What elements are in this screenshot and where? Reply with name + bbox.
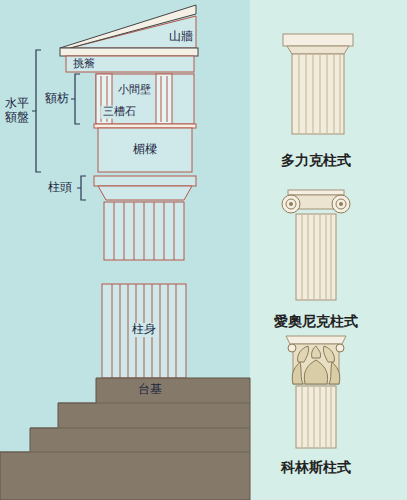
- corinthian-column: [296, 386, 336, 448]
- left-panel: [0, 0, 250, 500]
- shaft: [104, 202, 184, 260]
- group-name: 額枋: [45, 92, 69, 106]
- corinthian-column: [298, 346, 309, 362]
- ionic-column: [288, 190, 344, 195]
- ionic-column: [282, 195, 300, 213]
- capital: [94, 176, 196, 186]
- stepped-base: [0, 378, 250, 500]
- shaft: [102, 284, 186, 378]
- corinthian-column: [302, 387, 331, 447]
- corinthian-column: [329, 362, 340, 384]
- order-caption: 多力克柱式: [281, 152, 351, 168]
- architrave: [98, 128, 192, 172]
- part-name: 三槽石: [101, 106, 138, 119]
- frieze: [96, 74, 194, 124]
- frieze: [101, 76, 167, 122]
- doric-column: [292, 54, 344, 134]
- shaft: [114, 202, 174, 260]
- bracket: [32, 50, 41, 172]
- corinthian-column: [304, 360, 327, 384]
- pediment: [60, 5, 196, 48]
- stepped-base: [0, 403, 250, 452]
- ionic-column: [289, 202, 293, 206]
- ionic-column: [286, 199, 296, 209]
- corinthian-column: [336, 344, 344, 352]
- bracket: [32, 50, 86, 200]
- corinthian-column: [323, 346, 334, 362]
- capital: [94, 176, 196, 200]
- part-name: 柱身: [130, 323, 158, 337]
- part-name: 台基: [138, 383, 162, 397]
- corinthian-column: [286, 336, 346, 344]
- ionic-column: [336, 199, 346, 209]
- corinthian-column: [292, 362, 303, 384]
- pediment: [60, 5, 196, 48]
- doric-column: [287, 46, 349, 54]
- corinthian-column: [293, 344, 339, 384]
- right-panel: [250, 0, 407, 500]
- group-name: 水平額盤: [5, 97, 29, 125]
- corinthian-column: [286, 336, 346, 448]
- frieze: [156, 74, 172, 124]
- doric-column: [299, 55, 340, 133]
- ionic-column: [339, 202, 343, 206]
- bracket: [77, 176, 86, 200]
- architrave: [98, 128, 192, 172]
- part-name: 山牆: [167, 30, 195, 44]
- frieze: [94, 74, 196, 128]
- ionic-column: [296, 214, 336, 300]
- ionic-column: [302, 215, 331, 299]
- shaft: [112, 284, 176, 378]
- part-name: 挑簷: [71, 58, 97, 71]
- doric-column: [283, 34, 353, 46]
- cornice: [66, 56, 194, 72]
- group-name: 柱頭: [48, 181, 72, 195]
- part-name: 楣樑: [131, 143, 159, 157]
- cornice: [60, 48, 198, 56]
- order-caption: 科林斯柱式: [281, 459, 351, 475]
- capital: [98, 186, 192, 200]
- doric-column: [283, 34, 353, 134]
- bracket: [71, 74, 80, 124]
- corinthian-column: [312, 346, 321, 358]
- ionic-column: [282, 190, 350, 300]
- order-caption: 愛奧尼克柱式: [274, 313, 358, 329]
- shaft: [102, 202, 186, 378]
- corinthian-column: [288, 344, 296, 352]
- frieze: [94, 124, 196, 128]
- part-name: 小間壁: [116, 84, 153, 97]
- stepped-base: [0, 378, 250, 500]
- cornice: [60, 48, 198, 72]
- ionic-column: [332, 195, 350, 213]
